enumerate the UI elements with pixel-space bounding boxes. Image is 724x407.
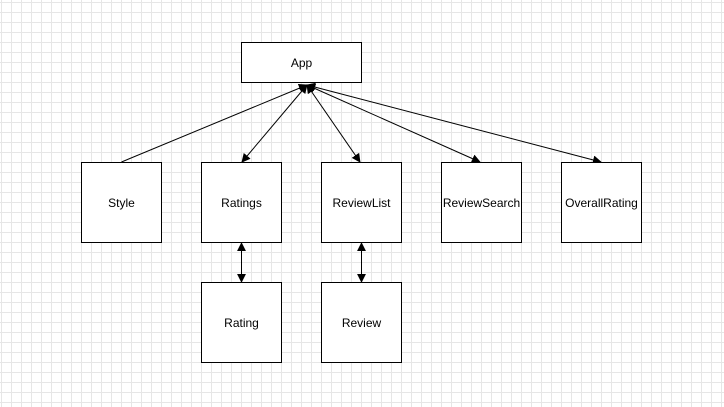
edge-app-ratings: [241, 84, 308, 163]
node-rating[interactable]: Rating: [201, 282, 282, 363]
node-review[interactable]: Review: [321, 282, 402, 363]
node-ratings[interactable]: Ratings: [201, 162, 282, 243]
edge-style-app: [121, 83, 308, 163]
node-rating-label: Rating: [224, 315, 259, 330]
edge-app-reviewlist: [306, 84, 361, 163]
node-reviewlist[interactable]: ReviewList: [321, 162, 402, 243]
node-style[interactable]: Style: [81, 162, 162, 243]
node-reviewsearch-label: ReviewSearch: [442, 195, 521, 210]
node-app-label: App: [290, 55, 313, 70]
node-app[interactable]: App: [241, 42, 362, 83]
node-reviewsearch[interactable]: ReviewSearch: [441, 162, 522, 243]
node-reviewlist-label: ReviewList: [332, 195, 391, 210]
edge-app-overallrating: [306, 82, 602, 165]
node-overallrating-label: OverallRating: [565, 195, 638, 210]
node-review-label: Review: [341, 315, 382, 330]
node-ratings-label: Ratings: [221, 195, 262, 210]
node-overallrating[interactable]: OverallRating: [561, 162, 642, 243]
node-style-label: Style: [108, 195, 135, 210]
edge-app-reviewsearch: [306, 84, 481, 163]
